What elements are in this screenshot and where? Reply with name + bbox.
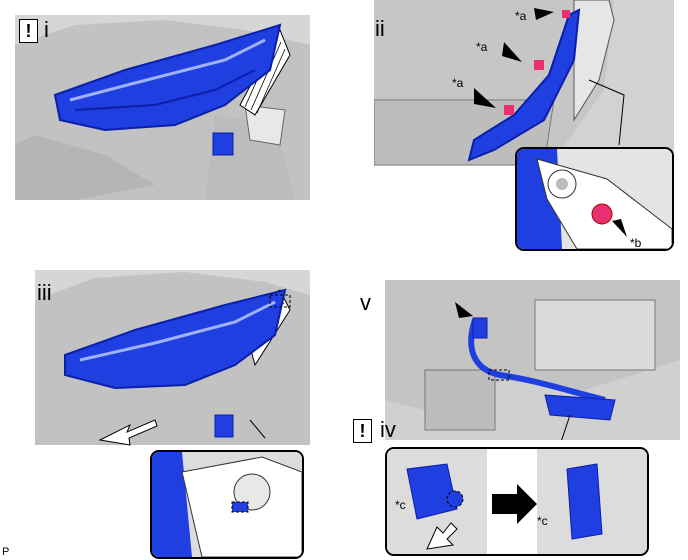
warning-icon: !	[353, 419, 372, 443]
panel-v-illustration	[385, 280, 680, 440]
panel-ii-illustration	[374, 0, 674, 166]
step-label-ii: ii	[375, 16, 385, 41]
step-label-i: i	[44, 17, 49, 42]
panel-step-ii	[374, 0, 674, 250]
panel-step-i	[15, 15, 310, 200]
move-arrow-icon	[98, 419, 158, 446]
callout-c-right: *c	[537, 514, 548, 528]
step-label-iv: iv	[380, 417, 396, 442]
inset-iii-detail	[150, 450, 304, 559]
callout-a-low: *a	[452, 76, 464, 90]
panel-step-iii	[35, 270, 310, 450]
inset-ii-detail	[515, 147, 674, 251]
step-label-iii: iii	[37, 280, 52, 305]
panel-i-illustration	[15, 15, 310, 200]
inset-iv-detail	[385, 447, 649, 556]
panel-iii-illustration	[35, 270, 310, 446]
warning-icon: !	[19, 19, 38, 43]
callout-a-top: *a	[515, 9, 527, 23]
callout-c-left: *c	[395, 498, 406, 512]
step-label-v: v	[360, 290, 371, 315]
arrow-icon	[492, 484, 537, 524]
figure-code: P	[2, 546, 10, 558]
callout-b: *b	[630, 236, 642, 250]
panel-step-v	[385, 280, 680, 440]
arrow-icon	[474, 8, 554, 108]
callout-a-mid: *a	[476, 40, 488, 54]
